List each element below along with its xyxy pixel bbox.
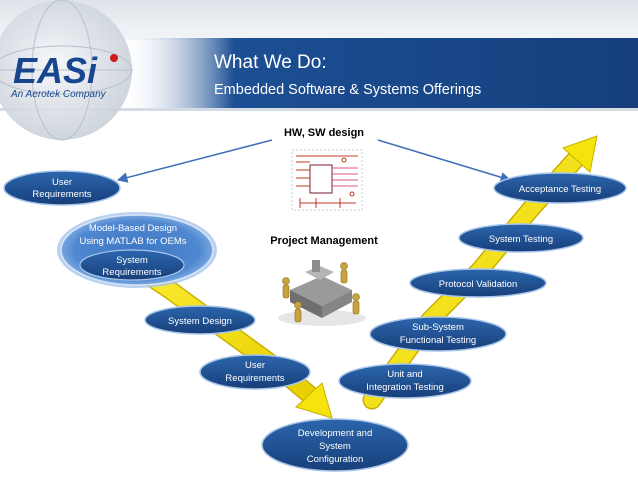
node-user-requirements-low: User Requirements <box>199 354 311 390</box>
svg-text:Using MATLAB for OEMs: Using MATLAB for OEMs <box>80 236 187 247</box>
svg-text:System Testing: System Testing <box>489 234 553 245</box>
svg-text:Model-Based Design: Model-Based Design <box>89 223 177 234</box>
svg-text:Functional Testing: Functional Testing <box>400 335 476 346</box>
svg-text:System Design: System Design <box>168 316 232 327</box>
svg-text:Protocol Validation: Protocol Validation <box>439 279 518 290</box>
svg-text:Configuration: Configuration <box>307 454 364 465</box>
node-development: Development and System Configuration <box>261 418 409 472</box>
logo-dot-icon <box>110 54 118 62</box>
hw-sw-design-label: HW, SW design <box>284 127 364 139</box>
svg-text:Sub-System: Sub-System <box>412 322 464 333</box>
node-system-design: System Design <box>144 305 256 335</box>
page-title: What We Do: <box>214 52 327 73</box>
title-banner <box>120 38 638 108</box>
node-acceptance-testing: Acceptance Testing <box>493 172 627 204</box>
svg-text:Requirements: Requirements <box>102 267 161 278</box>
circuit-schematic-icon <box>291 149 363 211</box>
node-subsystem-functional-testing: Sub-System Functional Testing <box>369 316 507 352</box>
v-arrow-up-head <box>562 135 598 173</box>
logo: EASi An Aerotek Company <box>10 50 118 100</box>
svg-text:User: User <box>245 360 265 371</box>
node-protocol-validation: Protocol Validation <box>409 268 547 298</box>
svg-text:Requirements: Requirements <box>225 373 284 384</box>
node-model-based-design: Model-Based Design Using MATLAB for OEMs… <box>57 212 217 288</box>
node-system-requirements: System Requirements <box>79 249 185 281</box>
banner-divider <box>0 108 638 111</box>
node-unit-integration-testing: Unit and Integration Testing <box>338 363 472 399</box>
svg-text:Unit and: Unit and <box>387 369 422 380</box>
connector-to-acceptance-testing <box>377 139 512 183</box>
svg-text:Development and: Development and <box>298 428 372 439</box>
svg-text:System: System <box>319 441 351 452</box>
logo-tagline: An Aerotek Company <box>10 89 107 100</box>
svg-text:Requirements: Requirements <box>32 189 91 200</box>
connector-to-user-requirements <box>116 139 273 183</box>
svg-text:User: User <box>52 177 72 188</box>
page-subtitle: Embedded Software & Systems Offerings <box>214 82 481 98</box>
node-system-testing: System Testing <box>458 223 584 253</box>
puzzle-people-icon <box>278 260 366 326</box>
project-management-label: Project Management <box>270 235 378 247</box>
globe-graphic <box>0 0 133 141</box>
svg-text:System: System <box>116 255 148 266</box>
svg-text:Integration Testing: Integration Testing <box>366 382 443 393</box>
logo-brand: EASi <box>13 50 98 91</box>
node-user-requirements-top: User Requirements <box>3 170 121 206</box>
v-arrow-down-head <box>295 382 333 419</box>
svg-text:Acceptance Testing: Acceptance Testing <box>519 184 601 195</box>
